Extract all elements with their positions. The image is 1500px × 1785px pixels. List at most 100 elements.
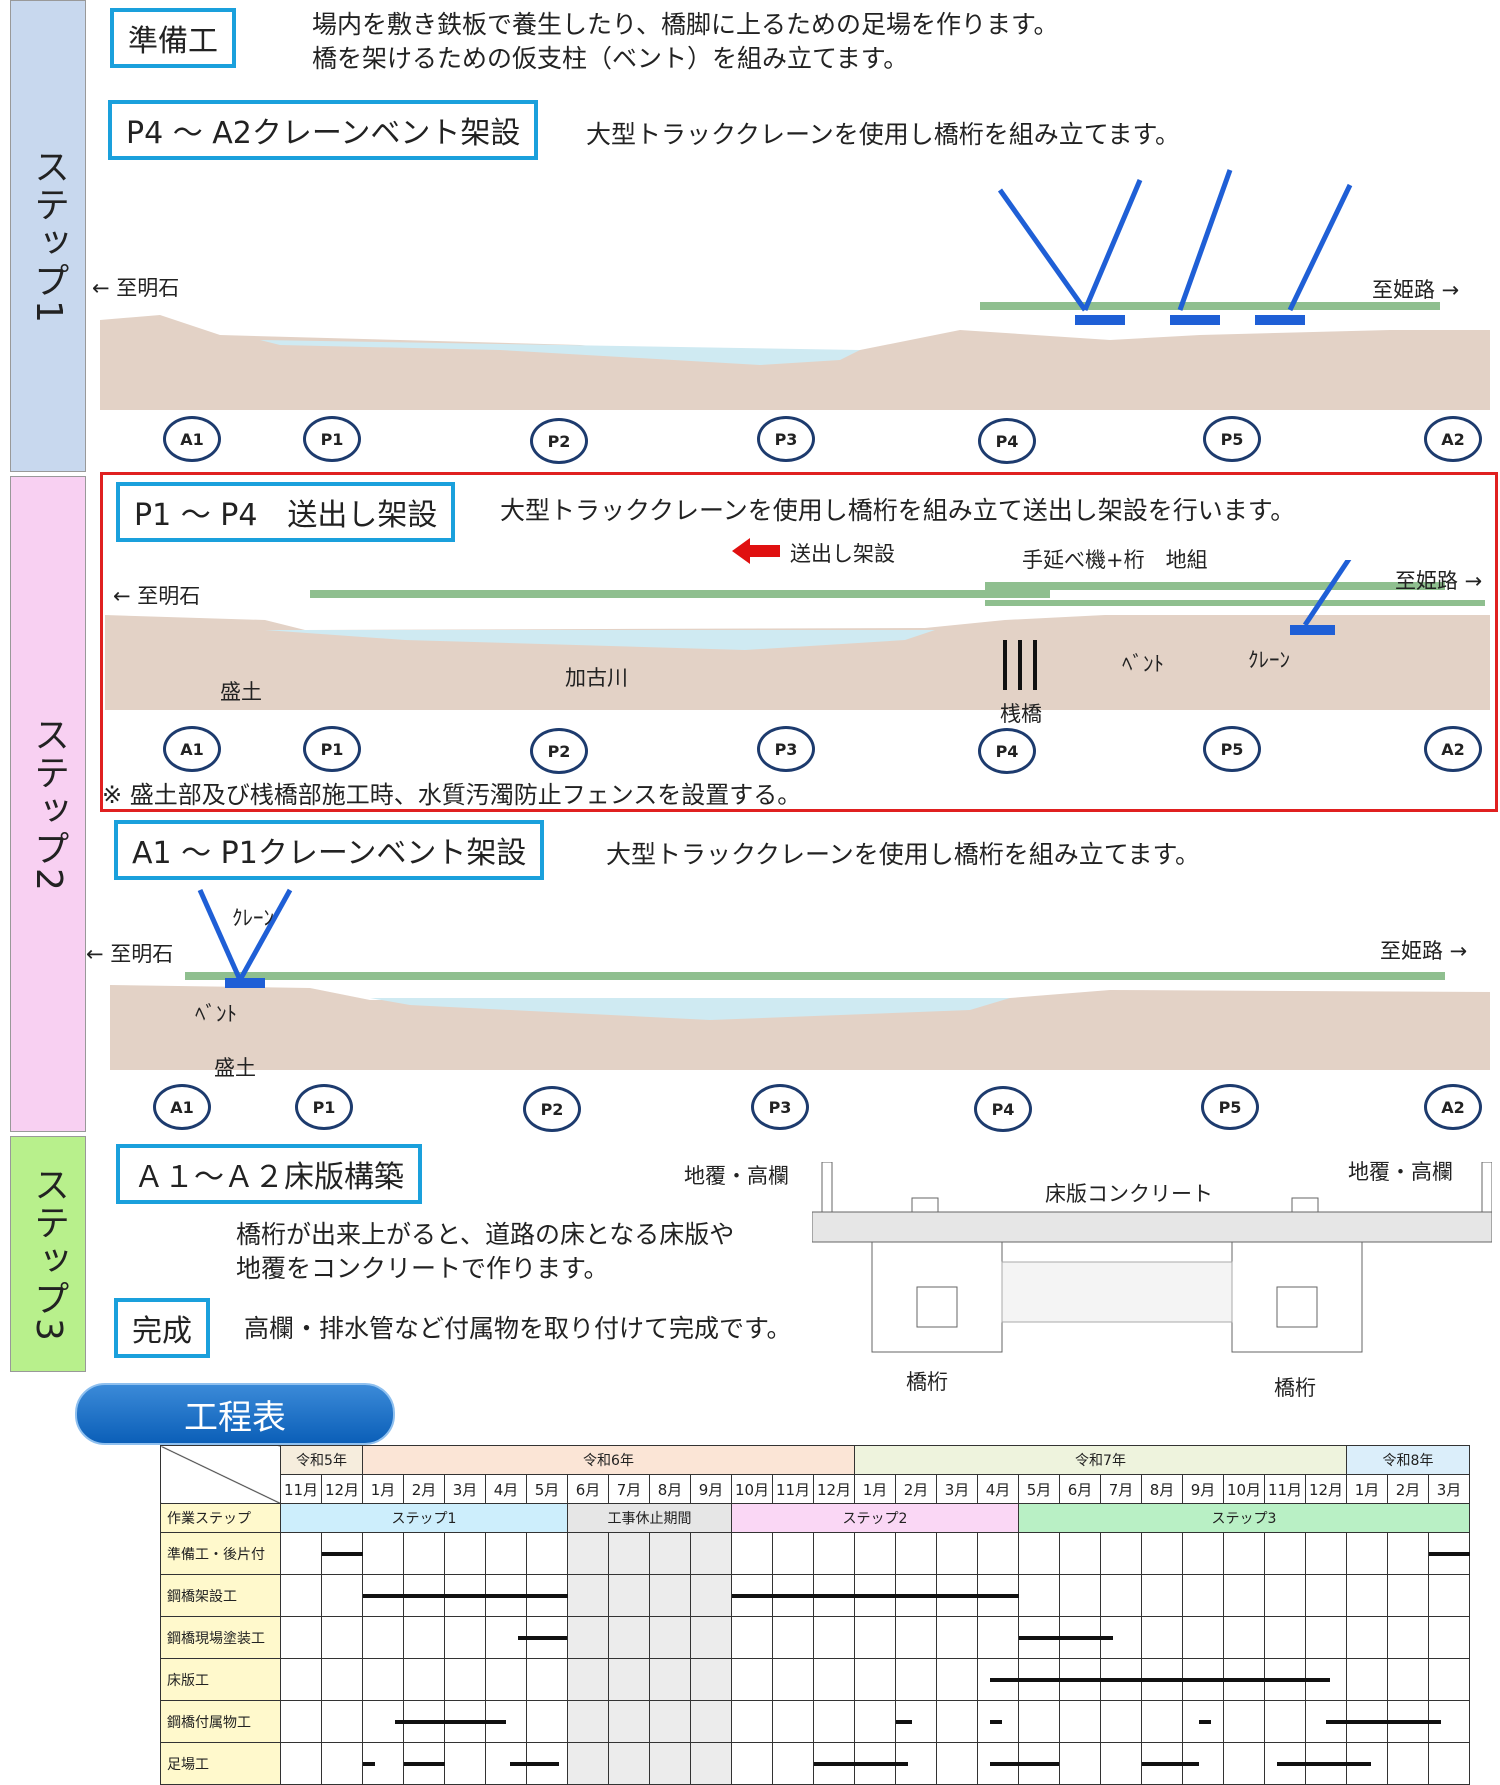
gantt-cell (567, 1616, 609, 1659)
schedule-title: 工程表 (75, 1383, 395, 1445)
pier-p3: P3 (757, 416, 815, 462)
step2b-dir-right: 至姫路 → (1380, 939, 1468, 963)
step1-dir-left: ← 至明石 (92, 276, 180, 300)
gantt-cell (1223, 1700, 1265, 1743)
step2-sidebar: ステップ2 (10, 476, 86, 1132)
gantt-bar (989, 1719, 1003, 1724)
pier-a2: A2 (1424, 416, 1482, 462)
gantt-cell (1305, 1616, 1347, 1659)
gantt-cell (362, 1658, 404, 1701)
gantt-cell (854, 1616, 896, 1659)
year-header: 令和7年 (854, 1445, 1347, 1475)
month-header: 8月 (1141, 1474, 1183, 1504)
gantt-cell (1264, 1616, 1306, 1659)
gantt-cell (608, 1616, 650, 1659)
slab-desc-1: 橋桁が出来上がると、道路の床となる床版や (236, 1220, 735, 1249)
month-header: 6月 (1059, 1474, 1101, 1504)
launch-section-frame (100, 472, 1498, 812)
step1-dir-right: 至姫路 → (1372, 278, 1460, 302)
gantt-bar (1198, 1719, 1212, 1724)
month-header: 1月 (362, 1474, 404, 1504)
phase-cell: 工事休止期間 (567, 1503, 732, 1533)
gantt-cell (321, 1658, 363, 1701)
gantt-cell (280, 1574, 322, 1617)
prep-desc-2: 橋を架けるための仮支柱（ベント）を組み立てます。 (312, 44, 909, 73)
step2b-dir-left: ← 至明石 (86, 942, 174, 966)
gantt-cell (485, 1532, 527, 1575)
gantt-cell (1182, 1574, 1224, 1617)
month-header: 8月 (649, 1474, 691, 1504)
pier-p5: P5 (1201, 1084, 1259, 1130)
gantt-bar (1326, 1719, 1441, 1724)
year-header: 令和8年 (1346, 1445, 1470, 1475)
pier-a1: A1 (153, 1084, 211, 1130)
month-header: 1月 (854, 1474, 896, 1504)
month-header: 12月 (813, 1474, 855, 1504)
gantt-cell (362, 1532, 404, 1575)
a1p1-label: A1 ～ P1クレーンベント架設 (114, 820, 545, 880)
gantt-cell (526, 1532, 568, 1575)
gantt-cell (1346, 1574, 1388, 1617)
bent2-label: ﾍﾞﾝﾄ (195, 1002, 237, 1026)
gantt-cell (690, 1574, 732, 1617)
gantt-cell (1018, 1574, 1060, 1617)
gantt-bar (403, 1761, 445, 1766)
month-header: 3月 (444, 1474, 486, 1504)
gantt-bar (989, 1761, 1060, 1766)
gantt-cell (690, 1700, 732, 1743)
crane-label: ｸﾚｰﾝ (1248, 648, 1290, 672)
gantt-bar (1141, 1761, 1199, 1766)
month-header: 10月 (731, 1474, 773, 1504)
gantt-cell (649, 1658, 691, 1701)
gantt-cell (321, 1574, 363, 1617)
step3-sidebar: ステップ3 (10, 1136, 86, 1372)
done-label: 完成 (114, 1298, 210, 1358)
gantt-cell (1387, 1532, 1429, 1575)
gantt-cell (608, 1700, 650, 1743)
pier-p3: P3 (757, 726, 815, 772)
pier-a2: A2 (1424, 1084, 1482, 1130)
task-label: 鋼橋架設工 (160, 1574, 281, 1617)
gantt-cell (1264, 1532, 1306, 1575)
done-desc: 高欄・排水管など付属物を取り付けて完成です。 (244, 1314, 792, 1343)
trestle-label: 桟橋 (1000, 702, 1042, 726)
gantt-cell (526, 1700, 568, 1743)
gantt-cell (608, 1574, 650, 1617)
launch-arrow-icon (732, 538, 780, 564)
gantt-cell (608, 1532, 650, 1575)
gantt-cell (1346, 1616, 1388, 1659)
gantt-cell (1141, 1574, 1183, 1617)
gantt-cell (1428, 1742, 1470, 1785)
gantt-cell (772, 1658, 814, 1701)
gantt-cell (690, 1616, 732, 1659)
month-header: 9月 (1182, 1474, 1224, 1504)
gantt-cell (813, 1700, 855, 1743)
prep-desc-1: 場内を敷き鉄板で養生したり、橋脚に上るための足場を作ります。 (312, 10, 1059, 39)
phase-cell: ステップ3 (1018, 1503, 1470, 1533)
crane2-label: ｸﾚｰﾝ (232, 906, 274, 930)
gantt-cell (567, 1532, 609, 1575)
month-header: 7月 (608, 1474, 650, 1504)
gantt-cell (526, 1658, 568, 1701)
gantt-cell (1223, 1616, 1265, 1659)
gantt-cell (280, 1700, 322, 1743)
step2b-bridge-diagram (110, 888, 1490, 1070)
month-header: 5月 (526, 1474, 568, 1504)
launch-arrow-label: 送出し架設 (790, 542, 895, 566)
month-header: 5月 (1018, 1474, 1060, 1504)
month-header: 3月 (1428, 1474, 1470, 1504)
gantt-cell (772, 1742, 814, 1785)
gantt-cell (649, 1574, 691, 1617)
pier-a1: A1 (163, 416, 221, 462)
month-header: 2月 (1387, 1474, 1429, 1504)
task-label: 準備工・後片付 (160, 1532, 281, 1575)
gantt-cell (444, 1616, 486, 1659)
launch-label: P1 ～ P4 送出し架設 (116, 482, 456, 542)
gantt-bar (362, 1761, 375, 1766)
gantt-cell (895, 1658, 937, 1701)
gantt-cell (731, 1532, 773, 1575)
step1-sidebar: ステップ1 (10, 0, 86, 472)
gantt-cell (936, 1658, 978, 1701)
step2-dir-left: ← 至明石 (113, 584, 201, 608)
gantt-cell (690, 1658, 732, 1701)
